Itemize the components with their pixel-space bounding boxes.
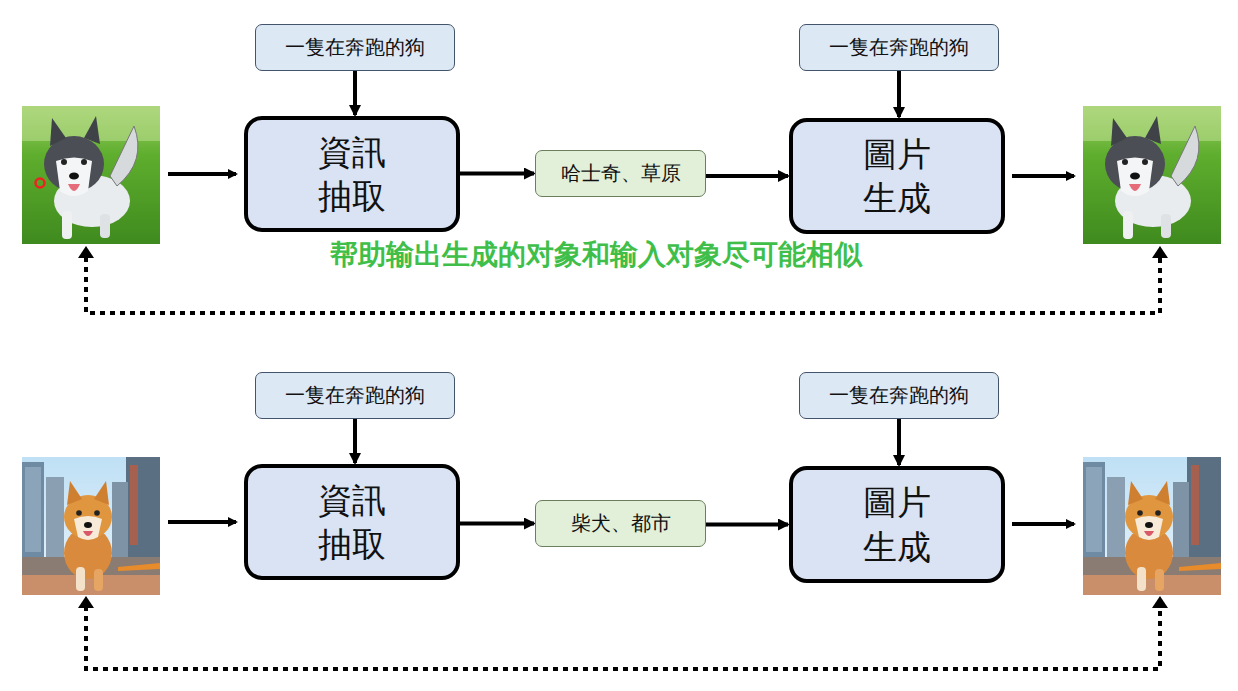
flow-arrow: [460, 522, 534, 526]
loop-arrowhead: [1152, 246, 1168, 258]
process-box: 資訊 抽取: [244, 116, 460, 232]
flow-arrow: [897, 71, 901, 117]
output-arrow: [1012, 174, 1074, 178]
process-box: 資訊 抽取: [244, 464, 460, 580]
input-arrow: [168, 172, 236, 176]
loop-arrowhead: [78, 596, 94, 608]
flow-arrow: [706, 174, 788, 178]
box-text: 圖片 生成: [853, 132, 941, 220]
prompt-box: 一隻在奔跑的狗: [799, 372, 999, 419]
result-box: 哈士奇、草原: [535, 150, 706, 197]
box-text: 一隻在奔跑的狗: [829, 382, 969, 409]
flow-arrow: [353, 71, 357, 115]
process-box: 圖片 生成: [789, 118, 1005, 234]
loop-arrowhead: [78, 246, 94, 258]
box-text: 一隻在奔跑的狗: [285, 382, 425, 409]
shiba-image: [22, 457, 160, 595]
box-text: 圖片 生成: [853, 480, 941, 568]
husky-image: [1083, 106, 1221, 244]
flow-arrow: [706, 523, 788, 527]
flow-arrow: [460, 172, 534, 176]
prompt-box: 一隻在奔跑的狗: [255, 372, 455, 419]
box-text: 資訊 抽取: [308, 130, 396, 218]
pointer-dot: [36, 179, 45, 188]
box-text: 資訊 抽取: [308, 478, 396, 566]
result-box: 柴犬、都市: [535, 500, 706, 547]
prompt-box: 一隻在奔跑的狗: [799, 24, 999, 71]
feedback-loop: [86, 606, 1160, 669]
husky-image: [22, 106, 160, 244]
prompt-box: 一隻在奔跑的狗: [255, 24, 455, 71]
annotation-text: 帮助输出生成的对象和输入对象尽可能相似: [330, 236, 862, 274]
box-text: 哈士奇、草原: [561, 160, 681, 187]
flow-arrow: [353, 419, 357, 463]
shiba-image: [1083, 457, 1221, 595]
box-text: 一隻在奔跑的狗: [285, 34, 425, 61]
box-text: 一隻在奔跑的狗: [829, 34, 969, 61]
loop-arrowhead: [1152, 596, 1168, 608]
flow-arrow: [897, 419, 901, 465]
process-box: 圖片 生成: [789, 466, 1005, 583]
input-arrow: [168, 520, 236, 524]
output-arrow: [1012, 522, 1074, 526]
box-text: 柴犬、都市: [571, 510, 671, 537]
